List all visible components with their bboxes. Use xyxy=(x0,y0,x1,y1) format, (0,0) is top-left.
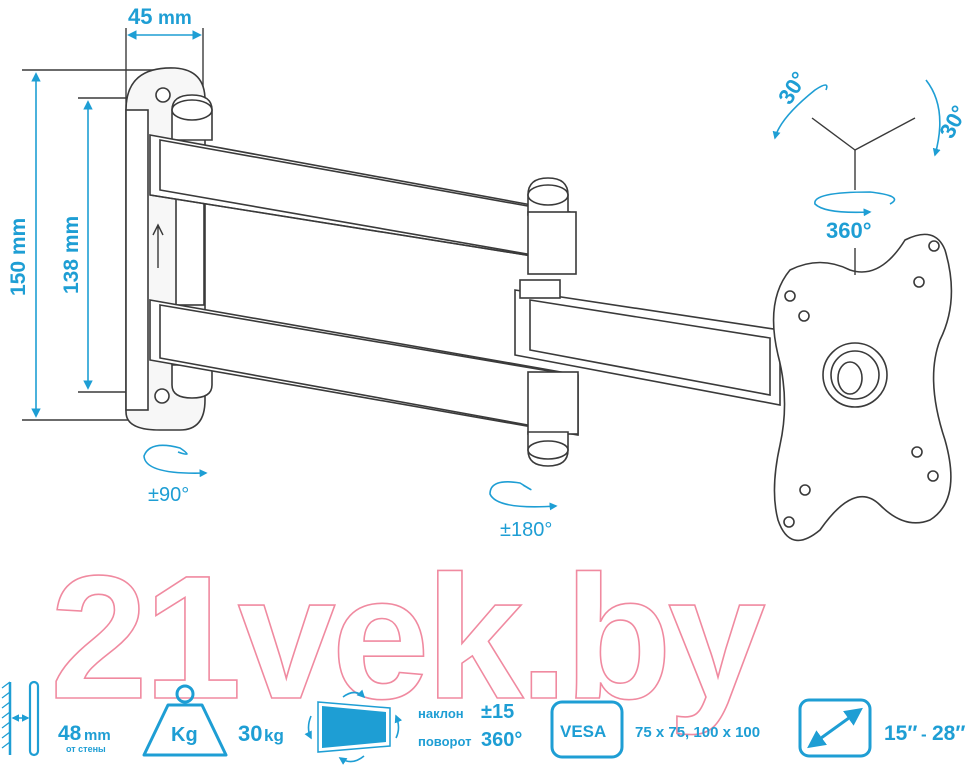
depth-note: от стены xyxy=(66,744,106,754)
swivel-wall-arrow xyxy=(143,444,208,478)
depth-unit: mm xyxy=(84,727,111,744)
rotate-spec-value: 360° xyxy=(481,729,522,751)
tilt-spec-value: ±15 xyxy=(481,701,514,723)
vesa-value: 75 x 75, 100 x 100 xyxy=(635,724,760,741)
swivel-wall-label: ±90° xyxy=(148,484,189,506)
wall-depth-icon xyxy=(1,680,40,757)
dim-width-unit: mm xyxy=(158,8,192,29)
tilt-right-label: 30° xyxy=(934,101,972,142)
dim-width-value: 45 xyxy=(128,4,152,29)
vesa-icon-label: VESA xyxy=(560,722,606,741)
weight-icon xyxy=(142,684,228,757)
swivel-arm-label: ±180° xyxy=(500,519,552,541)
lower-arm xyxy=(149,299,579,467)
weight-value: 30 xyxy=(238,721,262,746)
dim-height-inner: 138 mm xyxy=(60,216,83,294)
upper-arm xyxy=(149,134,577,275)
dimension-lines xyxy=(22,28,204,421)
watermark-logo: 21vek.by xyxy=(50,540,765,736)
screen-rotate-icon xyxy=(304,689,403,765)
tilt-left-label: 30° xyxy=(773,67,812,108)
rotate-spec-label: поворот xyxy=(418,734,471,749)
vesa-plate xyxy=(772,233,953,542)
depth-value: 48 xyxy=(58,722,82,745)
vesa-icon xyxy=(550,700,624,759)
swivel-arm-arrow xyxy=(489,481,558,511)
dim-height-outer: 150 mm xyxy=(7,218,30,296)
rotation-axes xyxy=(772,79,941,275)
diag-min: 15″ xyxy=(884,722,917,745)
wall-hinge xyxy=(171,94,213,399)
weight-icon-label: Kg xyxy=(171,724,198,746)
weight-unit: kg xyxy=(264,726,284,745)
swivel-plate-label: 360° xyxy=(826,218,872,243)
forearm xyxy=(514,279,781,406)
tilt-spec-label: наклон xyxy=(418,706,464,721)
diagonal-icon xyxy=(798,698,872,758)
diag-max: 28″ xyxy=(932,722,965,745)
diag-separator: - xyxy=(921,725,927,744)
